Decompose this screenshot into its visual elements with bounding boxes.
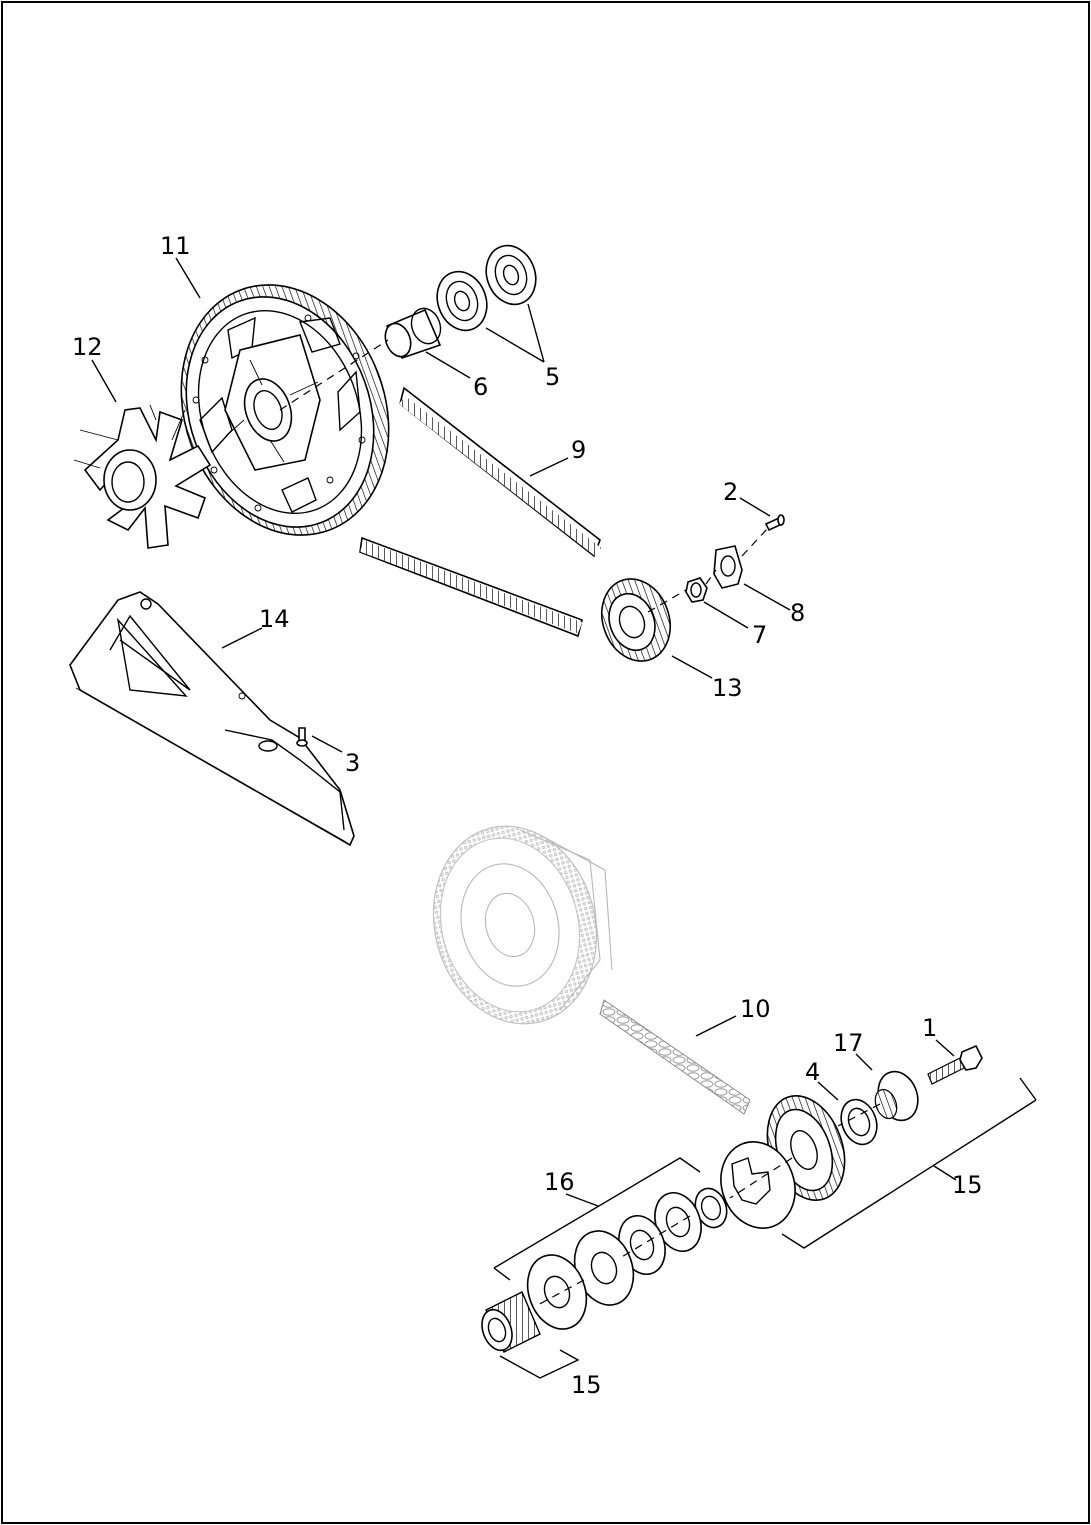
callout-11: 11 [160,232,191,260]
compensator-bolt [927,1044,983,1085]
callout-7: 7 [752,621,767,649]
callout-1: 1 [922,1014,937,1042]
spacer [384,307,442,359]
callout-labels: 11 12 6 5 9 2 8 7 13 14 3 10 17 1 4 16 1… [72,232,983,1399]
belt-guard [69,591,355,847]
callout-5: 5 [545,363,560,391]
rear-belt-pulley [180,284,390,536]
callout-2: 2 [723,478,738,506]
callout-13: 13 [712,674,743,702]
callout-15-upper: 15 [952,1171,983,1199]
axle-centerline [279,339,389,411]
wheel-bearing-inner [436,270,488,332]
clutch-basket-reference [432,825,613,1025]
callout-17: 17 [833,1029,864,1057]
callout-12: 12 [72,333,103,361]
callout-10: 10 [740,995,771,1023]
guard-screw [296,727,308,747]
lock-plate-screw [764,514,785,532]
primary-chain [599,999,751,1115]
shaft-extension [874,1070,919,1122]
lock-plate [713,545,743,589]
debris-deflector [73,404,212,549]
callout-15-lower: 15 [571,1371,602,1399]
leader-lines [91,257,1037,1379]
spring-cap-washer [840,1098,878,1146]
callout-3: 3 [345,749,360,777]
drive-belt [359,386,602,638]
transmission-sprocket [601,578,671,662]
sprocket-nut [685,577,708,603]
washer-stack [526,1187,728,1330]
sliding-cam [720,1141,796,1229]
callout-6: 6 [473,373,488,401]
callout-16: 16 [544,1168,575,1196]
splined-hub [481,1291,541,1353]
callout-9: 9 [571,436,586,464]
sprocket-centerline [647,527,769,613]
callout-8: 8 [790,599,805,627]
wheel-bearing-outer [485,244,537,306]
callout-14: 14 [259,605,290,633]
callout-4: 4 [805,1058,820,1086]
